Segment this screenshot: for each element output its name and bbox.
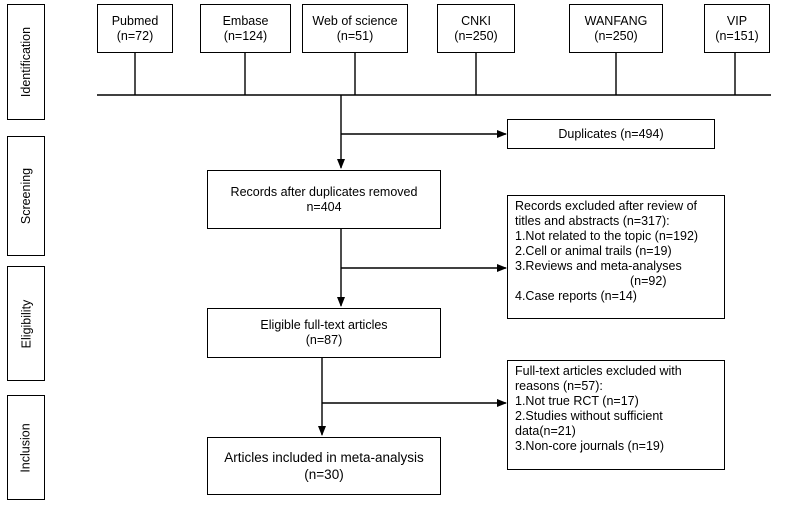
excluded-titles-line: 2.Cell or animal trails (n=19) bbox=[515, 244, 672, 258]
included-articles-box: Articles included in meta-analysis (n=30… bbox=[207, 437, 441, 495]
source-name: WANFANG bbox=[584, 13, 648, 28]
records-after-duplicates-text: Records after duplicates removed bbox=[230, 184, 418, 199]
stage-label: Eligibility bbox=[19, 299, 34, 348]
eligible-articles-text: Eligible full-text articles bbox=[260, 318, 388, 332]
source-name: Embase bbox=[222, 13, 269, 28]
excluded-titles-line: 4.Case reports (n=14) bbox=[515, 289, 637, 303]
excluded-titles-box: Records excluded after review of titles … bbox=[507, 195, 725, 319]
records-after-duplicates-count: n=404 bbox=[306, 199, 342, 214]
stage-eligibility: Eligibility bbox=[7, 266, 45, 381]
stage-identification: Identification bbox=[7, 4, 45, 120]
excluded-fulltext-line: Full-text articles excluded with bbox=[515, 364, 682, 378]
duplicates-box: Duplicates (n=494) bbox=[507, 119, 715, 149]
source-cnki: CNKI (n=250) bbox=[437, 4, 515, 53]
excluded-fulltext-box: Full-text articles excluded with reasons… bbox=[507, 360, 725, 470]
duplicates-text: Duplicates (n=494) bbox=[558, 126, 664, 141]
source-count: (n=51) bbox=[336, 28, 374, 43]
eligible-articles-box: Eligible full-text articles (n=87) bbox=[207, 308, 441, 358]
stage-label: Screening bbox=[19, 167, 34, 225]
source-pubmed: Pubmed (n=72) bbox=[97, 4, 173, 53]
source-count: (n=250) bbox=[454, 28, 498, 43]
excluded-titles-line: titles and abstracts (n=317): bbox=[515, 214, 670, 228]
excluded-titles-line: 1.Not related to the topic (n=192) bbox=[515, 229, 699, 243]
excluded-fulltext-line: 1.Not true RCT (n=17) bbox=[515, 394, 639, 408]
source-vip: VIP (n=151) bbox=[704, 4, 770, 53]
stage-inclusion: Inclusion bbox=[7, 395, 45, 500]
eligible-articles-count: (n=87) bbox=[305, 333, 343, 347]
stage-label: Inclusion bbox=[19, 422, 33, 473]
excluded-fulltext-line: data(n=21) bbox=[515, 424, 576, 438]
included-articles-count: (n=30) bbox=[304, 467, 344, 482]
source-count: (n=250) bbox=[594, 28, 638, 43]
excluded-fulltext-line: reasons (n=57): bbox=[515, 379, 603, 393]
excluded-fulltext-line: 2.Studies without sufficient bbox=[515, 409, 663, 423]
source-name: CNKI bbox=[461, 13, 491, 28]
records-after-duplicates-box: Records after duplicates removed n=404 bbox=[207, 170, 441, 229]
source-name: Pubmed bbox=[111, 13, 159, 28]
excluded-fulltext-line: 3.Non-core journals (n=19) bbox=[515, 439, 665, 453]
source-embase: Embase (n=124) bbox=[200, 4, 291, 53]
excluded-titles-line: (n=92) bbox=[630, 274, 667, 288]
source-name: VIP bbox=[726, 13, 748, 28]
stage-screening: Screening bbox=[7, 136, 45, 256]
included-articles-text: Articles included in meta-analysis bbox=[224, 450, 424, 465]
source-count: (n=151) bbox=[715, 28, 759, 43]
excluded-titles-line: Records excluded after review of bbox=[515, 199, 698, 213]
source-count: (n=72) bbox=[116, 28, 154, 43]
source-wanfang: WANFANG (n=250) bbox=[569, 4, 663, 53]
source-web-of-science: Web of science (n=51) bbox=[302, 4, 408, 53]
source-name: Web of science bbox=[312, 13, 398, 28]
stage-label: Identification bbox=[19, 26, 33, 98]
excluded-titles-line: 3.Reviews and meta-analyses bbox=[515, 259, 682, 273]
source-count: (n=124) bbox=[223, 28, 268, 43]
